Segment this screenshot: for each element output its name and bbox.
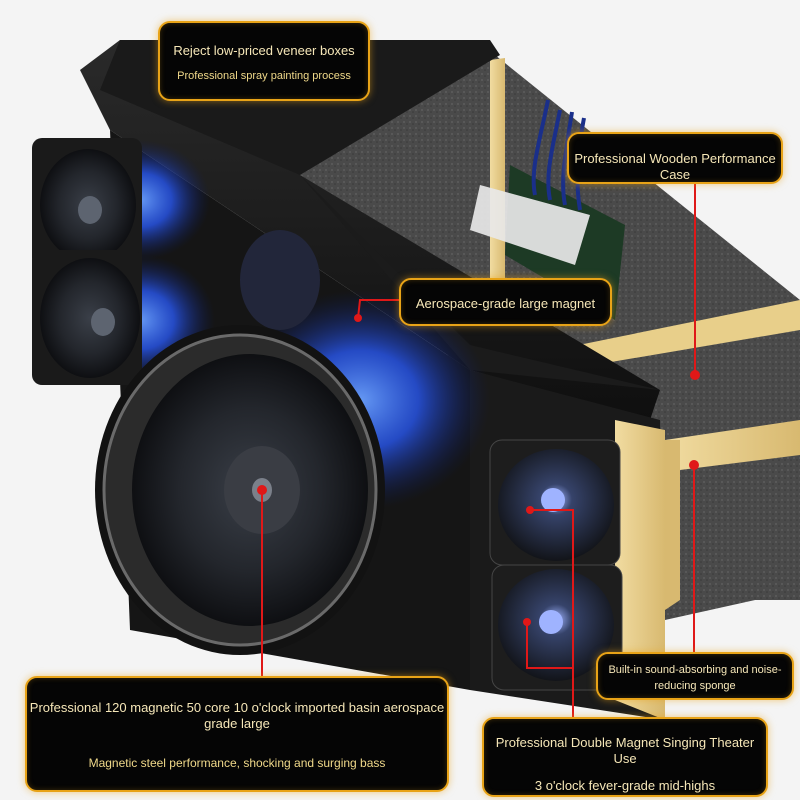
main-woofer: [95, 325, 385, 655]
callout-wooden-case-title: Professional Wooden Performance Case: [574, 151, 776, 182]
midhigh-upper-driver: [489, 439, 621, 566]
callout-veneer-subtitle: Professional spray painting process: [177, 70, 351, 82]
callout-midhigh: Professional Double Magnet Singing Theat…: [482, 717, 768, 797]
callout-sponge: Built-in sound-absorbing and noise-reduc…: [596, 652, 794, 700]
callout-magnet-title: Aerospace-grade large magnet: [415, 296, 596, 311]
callout-midhigh-subtitle: 3 o'clock fever-grade mid-highs: [534, 778, 716, 793]
callout-magnet: Aerospace-grade large magnet: [399, 278, 612, 326]
callout-woofer: Professional 120 magnetic 50 core 10 o'c…: [25, 676, 449, 792]
callout-veneer-title: Reject low-priced veneer boxes: [173, 43, 355, 58]
callout-midhigh-title: Professional Double Magnet Singing Theat…: [495, 735, 755, 766]
callout-sponge-title: Built-in sound-absorbing and noise-reduc…: [608, 664, 782, 692]
callout-woofer-title: Professional 120 magnetic 50 core 10 o'c…: [29, 700, 445, 731]
leader-lines: [257, 158, 700, 717]
left-upper-driver: [32, 138, 210, 268]
callout-wooden-case: Professional Wooden Performance Case: [567, 132, 783, 184]
callout-woofer-subtitle: Magnetic steel performance, shocking and…: [88, 756, 386, 770]
callout-veneer: Reject low-priced veneer boxes Professio…: [158, 21, 370, 101]
